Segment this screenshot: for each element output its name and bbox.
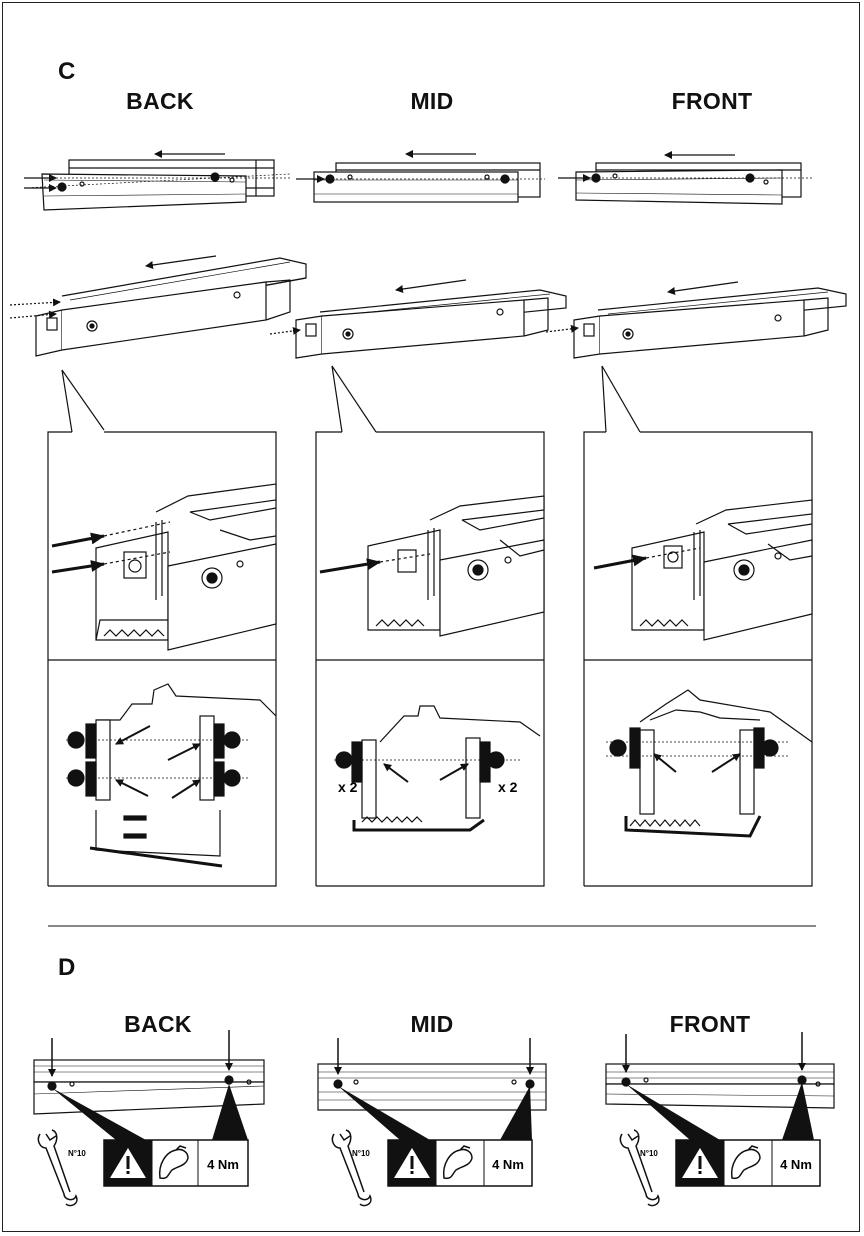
warning-icon	[682, 1148, 718, 1178]
back-perspective-rail	[9, 255, 307, 431]
front-perspective-rail	[545, 281, 847, 433]
front-side-view	[558, 151, 812, 205]
section-c-letter: C	[58, 58, 76, 85]
front-cross-section	[606, 689, 813, 838]
mid-multiplier-right: x 2	[498, 779, 518, 795]
wrench-icon	[331, 1129, 372, 1207]
wrench-icon	[619, 1129, 660, 1207]
section-c-title-back: BACK	[126, 88, 194, 114]
warning-icon	[394, 1148, 430, 1178]
section-d-title-front: FRONT	[669, 1011, 751, 1037]
front-zoom-detail	[593, 499, 813, 641]
mid-side-view	[296, 150, 545, 203]
d-callout-wedges	[52, 1082, 814, 1140]
section-d-letter: D	[58, 954, 76, 981]
section-d-title-back: BACK	[124, 1011, 192, 1037]
section-c-title-mid: MID	[410, 88, 454, 114]
back-side-view	[23, 150, 291, 211]
d-back-wrench-size: N°10	[68, 1149, 86, 1158]
d-back-torque: 4 Nm	[207, 1157, 239, 1172]
mid-cross-section	[334, 705, 541, 832]
d-front-torque: 4 Nm	[780, 1157, 812, 1172]
mid-zoom-detail	[319, 495, 545, 637]
strength-arm-icon	[158, 1145, 189, 1180]
d-mid-wrench-size: N°10	[352, 1149, 370, 1158]
d-mid-badge-panel	[387, 1139, 533, 1187]
back-zoom-detail	[51, 483, 277, 651]
wrench-icon	[37, 1129, 78, 1207]
strength-arm-icon	[730, 1145, 761, 1180]
mid-perspective-rail	[269, 279, 567, 433]
warning-icon	[110, 1148, 146, 1178]
section-c-title-front: FRONT	[671, 88, 753, 114]
d-mid-profile	[317, 1038, 547, 1111]
mid-multiplier-left: x 2	[338, 779, 358, 795]
section-d-title-mid: MID	[410, 1011, 454, 1037]
back-cross-section	[66, 683, 277, 868]
d-mid-torque: 4 Nm	[492, 1157, 524, 1172]
d-front-profile	[605, 1032, 835, 1109]
strength-arm-icon	[442, 1145, 473, 1180]
d-back-profile	[33, 1030, 265, 1115]
d-front-wrench-size: N°10	[640, 1149, 658, 1158]
